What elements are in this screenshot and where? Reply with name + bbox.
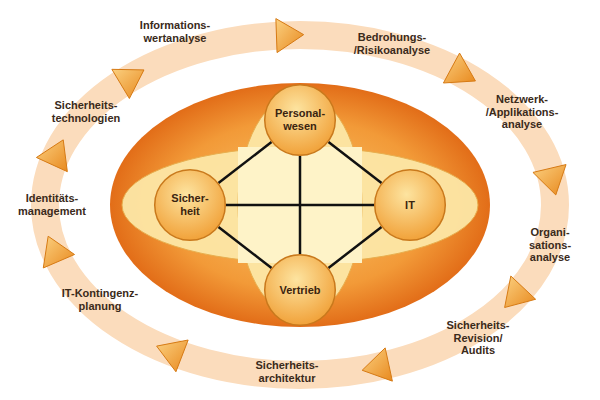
cycle-step-label: Informations- wertanalyse [140,19,210,44]
department-circle: Sicher- heit [154,169,226,241]
link-line [218,142,271,183]
cycle-arrowhead [112,69,144,98]
cycle-step-label: Sicherheits- architektur [256,359,319,384]
cycle-step-label: Identitäts- management [18,192,86,217]
department-circle: Personal- wesen [264,84,336,156]
department-circle: Vertrieb [264,254,336,326]
circle-label: Personal- wesen [275,107,325,132]
link-line [328,142,381,183]
circle-label: Sicher- heit [171,192,208,217]
cycle-step-label: Sicherheits- Revision/ Audits [447,319,510,357]
cycle-arrowhead [362,348,392,381]
cycle-step-label: IT-Kontingenz- planung [62,287,138,312]
cycle-arrowhead [43,236,74,268]
cycle-step-label: Organi- sations- analyse [529,226,571,264]
cycle-step-label: Netzwerk- /Applikations- analyse [486,93,559,131]
cycle-step-label: Bedrohungs- /Risikoanalyse [354,31,430,56]
cycle-arrowhead [505,276,536,307]
core-ellipse [110,83,490,327]
cycle-step-label: Sicherheits- technologien [52,99,120,124]
cycle-arrowhead [36,140,67,172]
link-line [328,227,381,268]
horizontal-ellipse [122,147,478,263]
cycle-arrowhead [157,340,188,372]
circle-label: Vertrieb [280,284,321,297]
cycle-arrowheads [36,19,566,382]
link-line [226,205,374,206]
cycle-arrowhead [443,53,475,83]
cycle-arrowhead [533,165,566,195]
link-line [218,227,271,268]
department-circle: IT [374,169,446,241]
circle-label: IT [405,199,415,212]
cycle-ring [45,35,555,375]
cycle-arrowhead [276,19,304,53]
